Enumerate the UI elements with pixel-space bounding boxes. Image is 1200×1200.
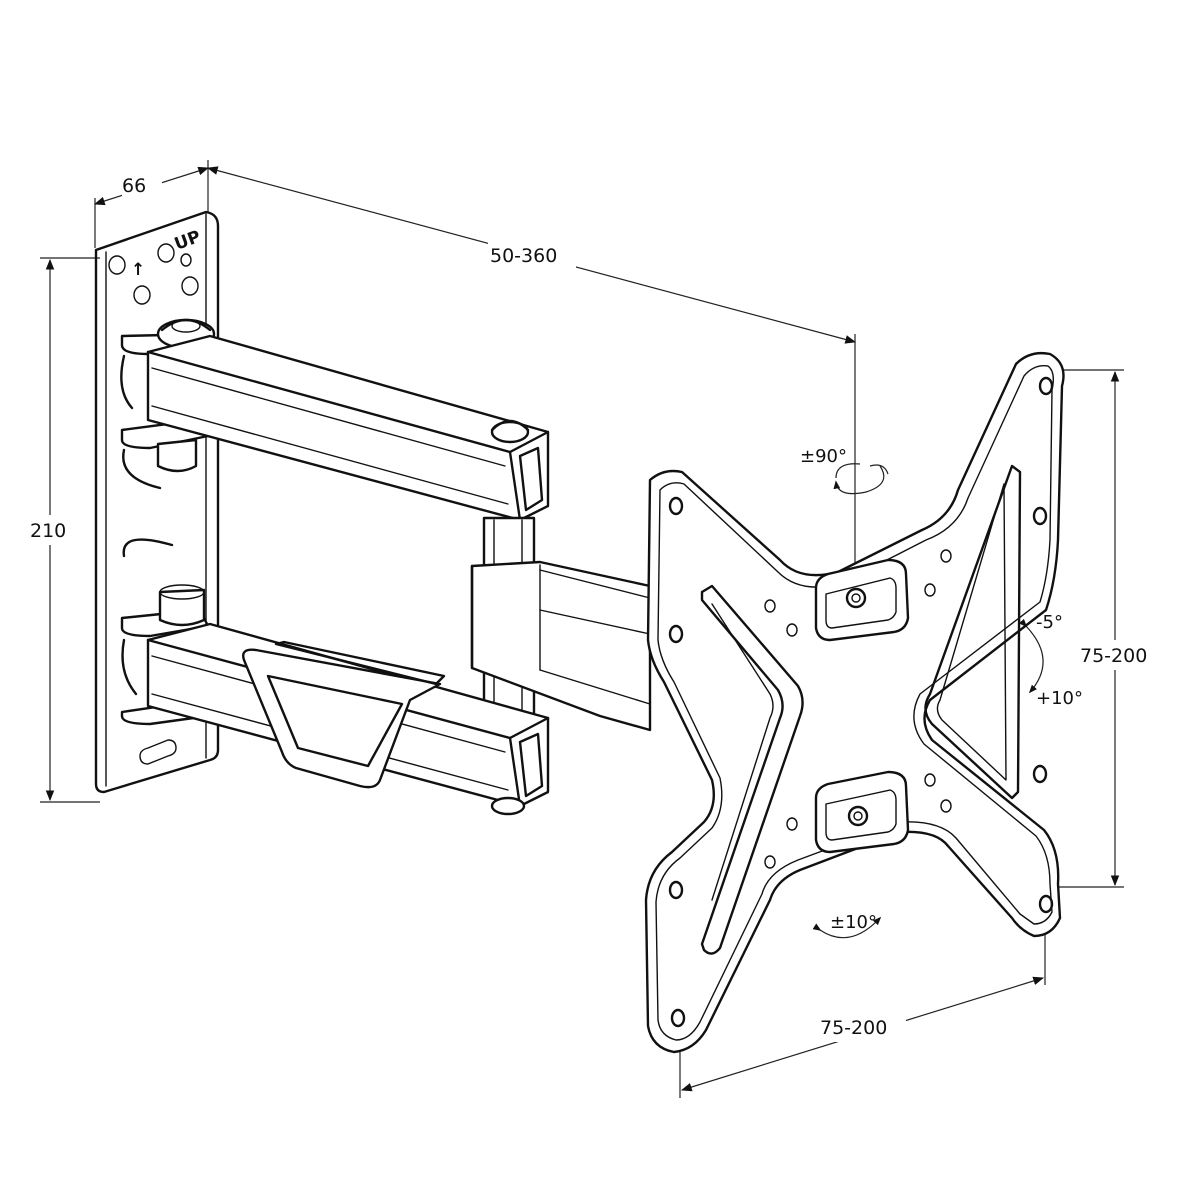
dimension-labels: 66 50-360 210 75-200 75-200 [28,172,1164,1042]
rotation-angle-label: ±10° [830,912,877,933]
rotation-indicator: ±10° [812,912,882,939]
vesa-plate [644,351,1065,1054]
wall-plate-height-label: 210 [30,520,66,542]
arm-extension-label: 50-360 [490,245,557,267]
vesa-vertical-label: 75-200 [1080,645,1147,667]
plate-depth-label: 66 [122,175,146,197]
lower-wall-pin [158,584,206,627]
up-label: UP [172,227,204,255]
swivel-indicator: ±90° [800,446,889,495]
front-arm [470,560,652,732]
vesa-horizontal-label: 75-200 [820,1017,887,1039]
upper-wall-pin [156,438,198,473]
tilt-up-label: -5° [1036,612,1063,633]
upper-arm-bolt [490,419,530,444]
cable-clip [242,640,446,789]
up-arrow-icon: ↑ [131,260,145,280]
tilt-down-label: +10° [1036,688,1083,709]
wall-hinge-brackets [120,332,212,726]
tilt-indicator: -5° +10° [1018,612,1083,709]
upper-arm [146,334,550,522]
vesa-holes [668,376,1054,1028]
wall-plate-holes [108,243,199,305]
swivel-angle-label: ±90° [800,446,847,467]
